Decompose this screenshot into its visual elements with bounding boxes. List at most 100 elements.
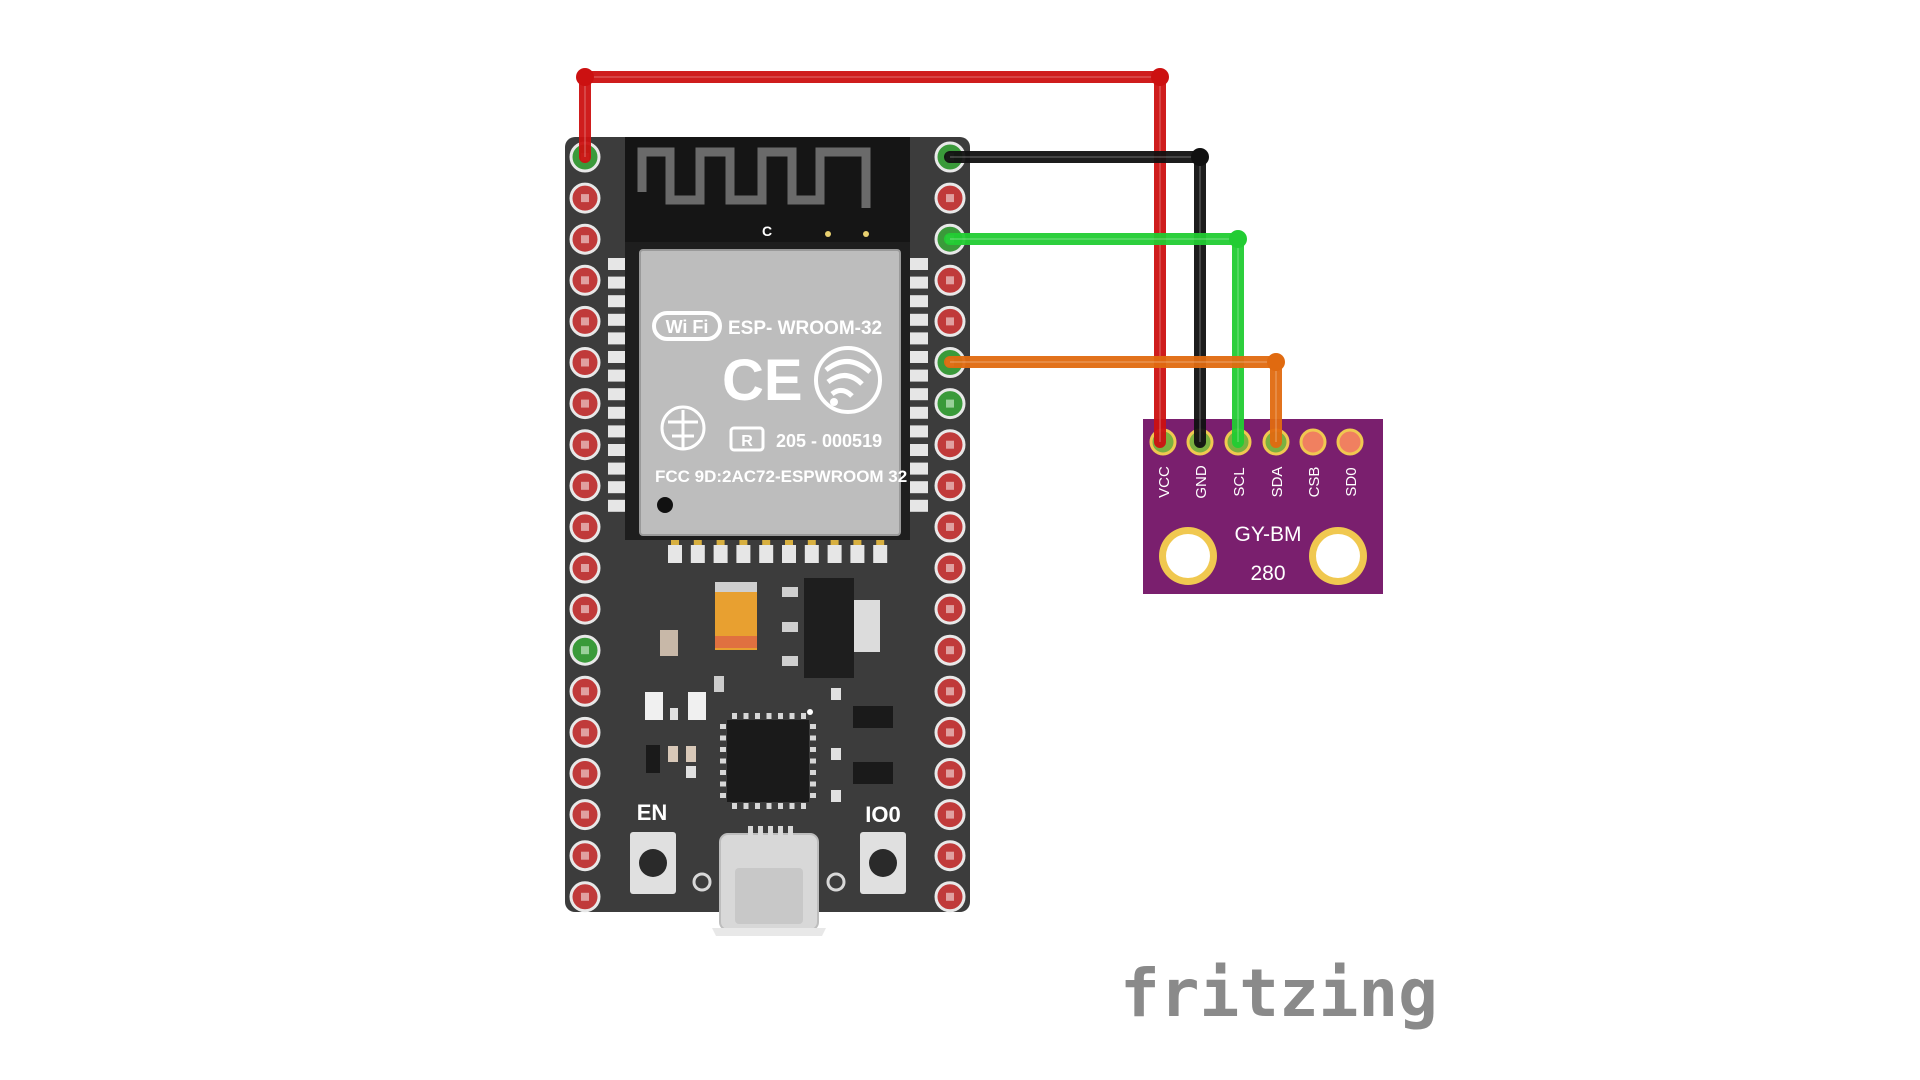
module-pad <box>908 313 928 326</box>
esp32-right-pin-7[interactable] <box>934 388 966 420</box>
led <box>645 692 663 720</box>
wire-bend-dot <box>1229 230 1247 248</box>
transistor <box>853 706 893 728</box>
esp32-left-pin-15[interactable] <box>569 716 601 748</box>
esp32-left-pin-6[interactable] <box>569 347 601 378</box>
module-name: ESP- WROOM-32 <box>728 318 882 339</box>
esp32-right-pin-13[interactable] <box>934 634 966 666</box>
diode <box>646 745 660 773</box>
module-pad <box>608 313 628 326</box>
esp32-right-pin-15[interactable] <box>934 716 966 748</box>
esp32-right-pin-18[interactable] <box>934 840 966 872</box>
antenna-trace <box>637 147 871 208</box>
fritzing-logo: fritzing <box>1120 955 1438 1032</box>
mounting-hole-right-icon <box>1309 527 1367 585</box>
esp32-right-pin-9[interactable] <box>934 470 966 502</box>
sensor-pin-label: SDA <box>1269 467 1286 498</box>
gy-bmp280-sensor-module: VCC GND SCL SDA CSB SD0 GY-BM 280 <box>1143 419 1383 594</box>
right-header <box>934 141 966 913</box>
esp32-right-pin-5[interactable] <box>934 305 966 337</box>
esp32-left-pin-9[interactable] <box>569 470 601 502</box>
esp32-right-pin-19[interactable] <box>934 881 966 913</box>
micro-usb-port[interactable] <box>692 833 846 936</box>
module-pad <box>908 276 928 289</box>
wire-bend-dot <box>1151 68 1169 86</box>
esp32-right-pin-16[interactable] <box>934 758 966 789</box>
module-pad <box>850 545 865 563</box>
module-pad <box>608 406 628 419</box>
esp32-left-pin-12[interactable] <box>569 593 601 625</box>
esp32-left-pin-18[interactable] <box>569 840 601 872</box>
esp32-right-pin-2[interactable] <box>934 182 966 214</box>
esp32-right-pin-17[interactable] <box>934 799 966 831</box>
wire-sensor-vcc[interactable] <box>579 71 1166 448</box>
usb-uart-chip <box>720 713 816 809</box>
esp32-right-pin-4[interactable] <box>934 264 966 296</box>
en-button[interactable] <box>630 832 676 894</box>
module-pad <box>908 351 928 363</box>
esp32-right-pin-10[interactable] <box>934 511 966 543</box>
esp32-left-pin-8[interactable] <box>569 429 601 461</box>
sensor-pin-label: VCC <box>1156 466 1173 498</box>
module-pad <box>690 545 705 563</box>
module-pad <box>608 276 628 289</box>
rf-shield <box>639 249 901 536</box>
module-pad <box>908 295 928 308</box>
esp32-left-pin-3[interactable] <box>569 223 601 255</box>
esp32-devkit-board: C Wi Fi ESP- WROOM-32 CE <box>565 137 970 936</box>
module-pad <box>908 406 928 419</box>
pin1-marker <box>657 497 673 513</box>
espressif-logo-icon <box>814 346 882 414</box>
module-pad <box>873 545 888 563</box>
antenna-dot <box>863 231 869 237</box>
esp32-right-pin-11[interactable] <box>934 552 966 584</box>
sensor-pin-label: GND <box>1193 465 1210 499</box>
sensor-name-line2: 280 <box>1250 562 1285 585</box>
esp32-left-pin-4[interactable] <box>569 264 601 296</box>
esp32-left-pin-10[interactable] <box>569 511 601 543</box>
esp32-left-pin-5[interactable] <box>569 305 601 337</box>
sensor-pin-sd0[interactable]: SD0 <box>1336 428 1364 497</box>
sensor-pin-label: SCL <box>1231 467 1248 496</box>
module-pad <box>608 258 628 270</box>
sensor-pin-csb[interactable]: CSB <box>1299 428 1327 497</box>
registered-mark: R <box>741 433 753 450</box>
esp32-left-pin-13[interactable] <box>569 634 601 666</box>
module-pad <box>608 425 628 438</box>
wires <box>576 68 1285 448</box>
wire-bend-dot <box>1191 148 1209 166</box>
cert-number: 205 - 000519 <box>776 431 882 451</box>
module-pad <box>608 332 628 345</box>
module-pad <box>908 499 928 512</box>
sensor-name-line1: GY-BM <box>1235 523 1302 546</box>
esp32-left-pin-16[interactable] <box>569 758 601 789</box>
en-label: EN <box>637 800 668 825</box>
esp32-right-pin-14[interactable] <box>934 675 966 707</box>
esp32-left-pin-19[interactable] <box>569 881 601 913</box>
left-header <box>569 141 601 913</box>
module-pad <box>782 545 796 563</box>
module-pad <box>608 295 628 308</box>
voltage-regulator <box>804 578 854 678</box>
wifi-logo-icon: Wi Fi <box>652 311 722 341</box>
module-pad <box>608 444 628 456</box>
wire-bend-dot <box>1267 353 1285 371</box>
io0-button[interactable] <box>860 832 906 894</box>
transistor <box>853 762 893 784</box>
svg-text:Wi Fi: Wi Fi <box>666 317 709 337</box>
esp32-left-pin-14[interactable] <box>569 675 601 707</box>
esp32-left-pin-11[interactable] <box>569 552 601 584</box>
module-pad <box>668 545 682 563</box>
module-pad <box>713 545 728 563</box>
esp32-right-pin-8[interactable] <box>934 429 966 461</box>
module-pad <box>908 258 928 270</box>
esp32-left-pin-7[interactable] <box>569 388 601 420</box>
module-pad <box>908 444 928 456</box>
esp32-right-pin-12[interactable] <box>934 593 966 625</box>
esp32-left-pin-17[interactable] <box>569 799 601 831</box>
mounting-hole-left-icon <box>1159 527 1217 585</box>
esp32-left-pin-2[interactable] <box>569 182 601 214</box>
led <box>688 692 706 720</box>
module-pad <box>736 545 751 563</box>
wire-bend-dot <box>576 68 594 86</box>
